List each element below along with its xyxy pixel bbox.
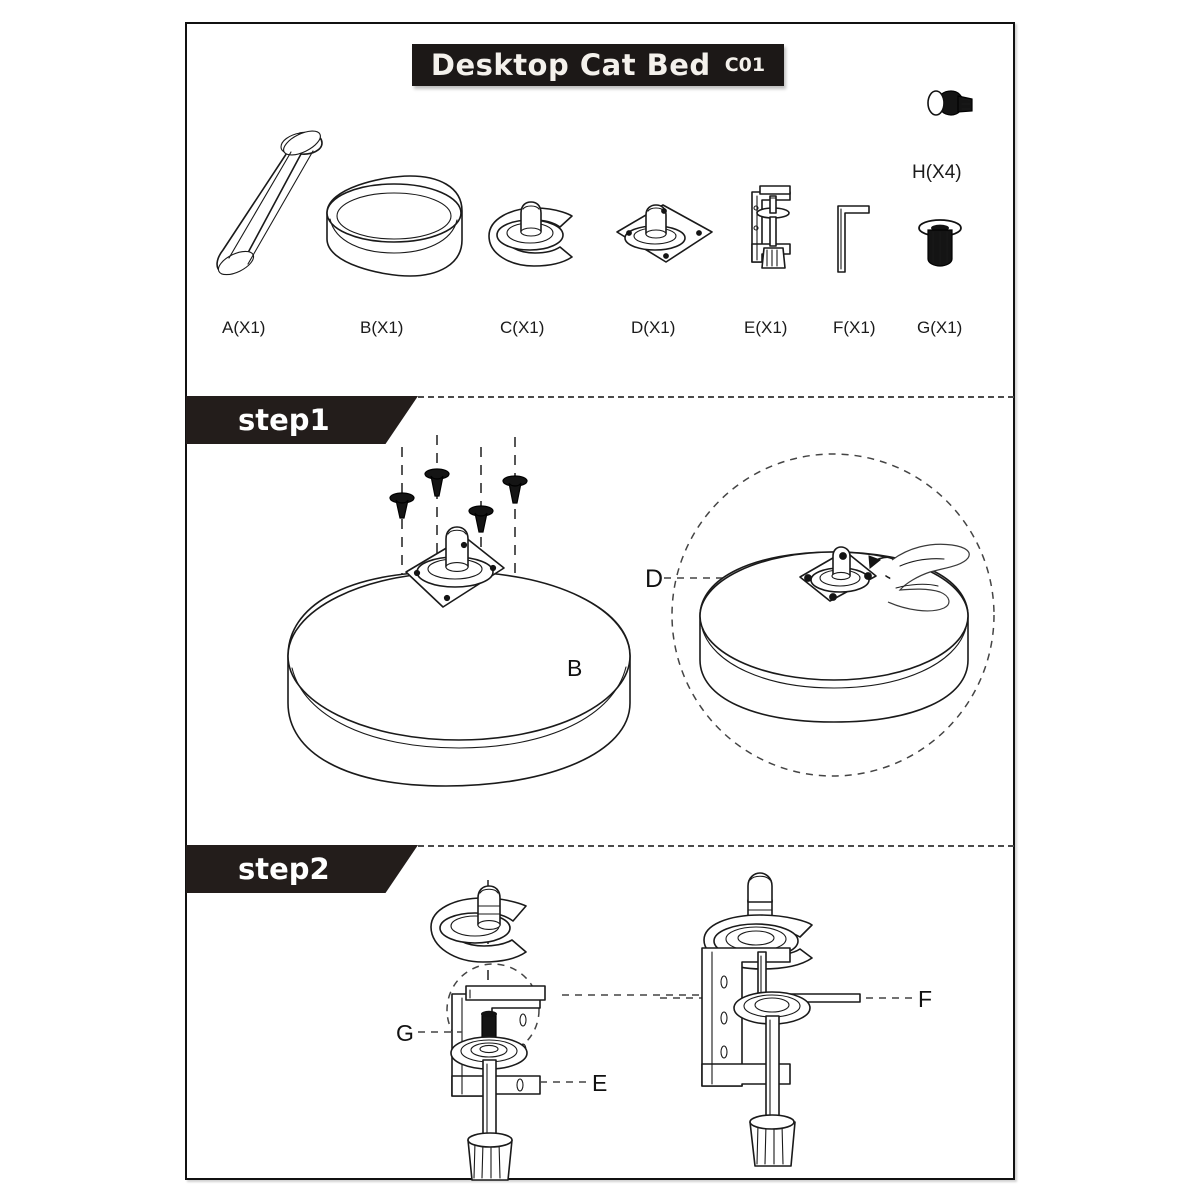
part-a-tube-pole-icon [216,130,323,276]
page-title: Desktop Cat Bed [430,48,711,82]
callout-step1-d: D [645,565,664,593]
step2-left-illustration [430,880,700,1181]
title-banner: Desktop Cat Bed C01 [412,44,784,86]
callout-step2-e: E [592,1070,608,1096]
step1-screw-1 [389,492,415,519]
part-label-b: B(X1) [360,318,404,337]
step1-label: step1 [238,403,330,437]
part-b-round-bed-bowl-icon [326,175,463,277]
part-label-f: F(X1) [833,318,876,337]
step2-banner: step2 [186,845,418,893]
step2-right-illustration [660,872,912,1167]
part-label-d: D(X1) [631,318,676,337]
part-label-c: C(X1) [500,318,545,337]
part-label-a: A(X1) [222,318,266,337]
step1-screw-4 [502,475,528,504]
part-e-desk-clamp-icon [751,185,791,269]
part-f-hex-allen-key-icon [837,205,870,273]
part-h-bolt-screw-icon [927,90,973,116]
step1-right-detail-circle [664,453,995,777]
sheet-border [185,22,1015,1180]
part-d-square-mount-plate-icon [616,204,713,263]
model-code: C01 [724,54,766,76]
callout-step2-g: G [396,1020,414,1046]
step1-left-illustration [287,435,631,787]
callout-step2-f: F [918,986,933,1012]
step1-screw-2 [424,468,450,497]
section-divider-parts-step1 [418,396,1014,398]
step1-banner: step1 [186,396,418,444]
part-label-h: H(X4) [912,162,962,183]
callout-step1-b: B [567,655,583,681]
part-label-e: E(X1) [744,318,788,337]
step2-label: step2 [238,852,330,886]
step1-screw-3 [468,505,494,533]
part-label-g: G(X1) [917,318,963,337]
part-g-barrel-nut-insert-icon [918,219,962,267]
section-divider-step1-step2 [418,845,1014,847]
part-c-crescent-disc-post-icon [488,201,573,267]
